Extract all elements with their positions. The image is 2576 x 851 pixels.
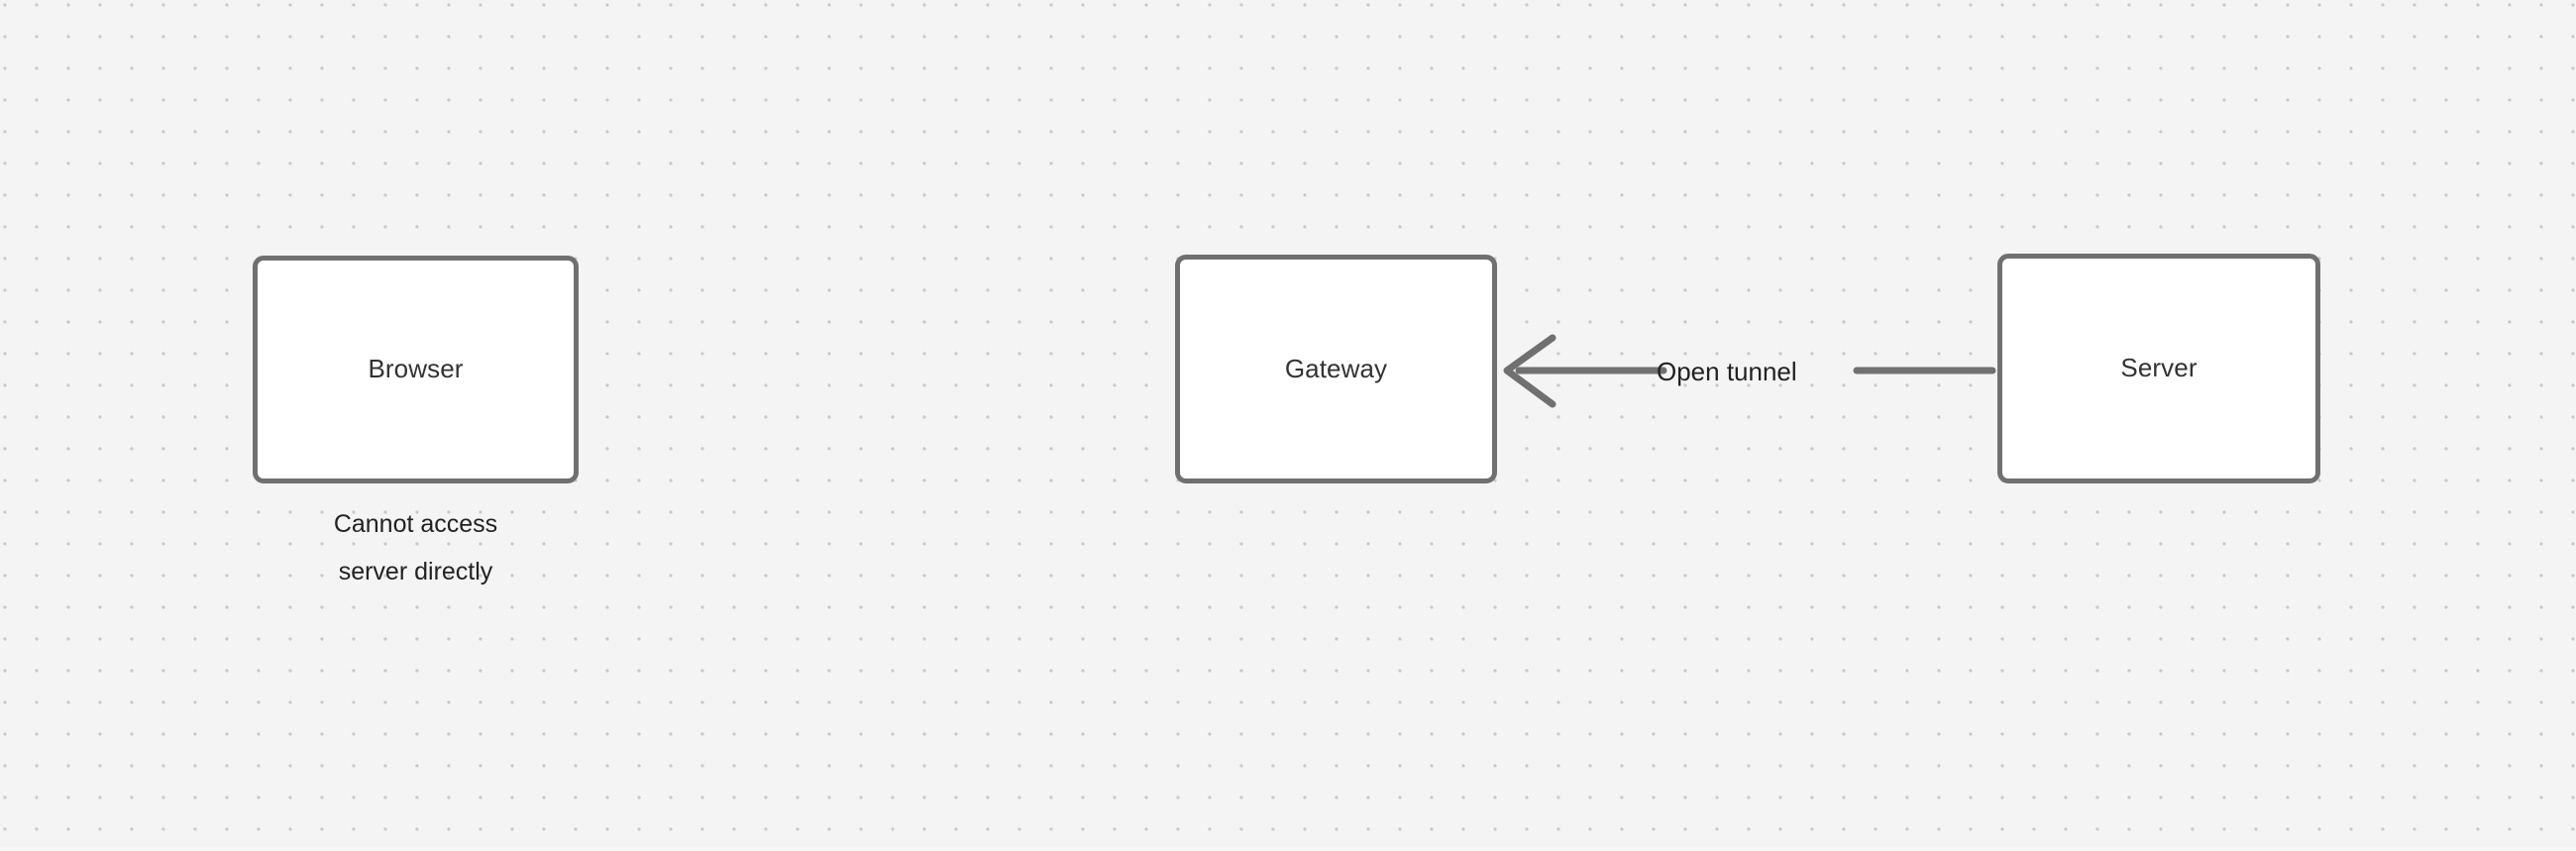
node-gateway[interactable]: Gateway bbox=[1175, 255, 1497, 483]
node-browser-caption: Cannot access server directly bbox=[333, 510, 498, 585]
node-server[interactable]: Server bbox=[1997, 254, 2320, 483]
node-browser-label: Browser bbox=[368, 354, 464, 384]
edge-label-open-tunnel: Open tunnel bbox=[1657, 357, 1797, 386]
node-gateway-label: Gateway bbox=[1284, 353, 1388, 383]
node-server-label: Server bbox=[2120, 353, 2198, 383]
canvas-bottom-edge bbox=[0, 847, 2576, 851]
node-browser[interactable]: Browser bbox=[253, 256, 579, 483]
edge-arrowhead-icon bbox=[1503, 334, 1556, 408]
